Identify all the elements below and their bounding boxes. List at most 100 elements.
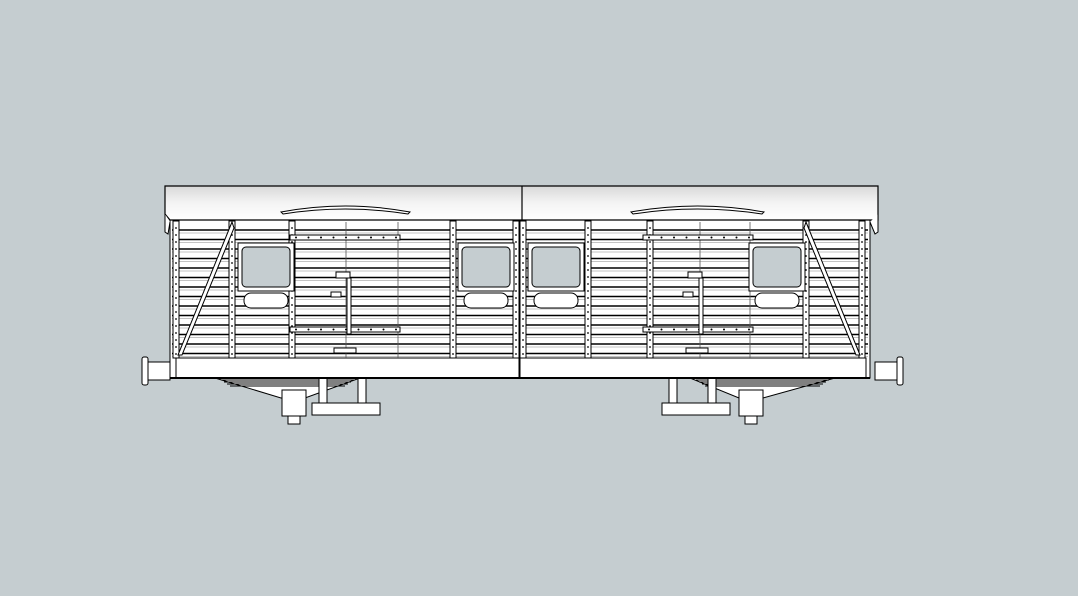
rivet xyxy=(515,248,517,250)
stanchion xyxy=(585,221,591,358)
door-lock-keeper xyxy=(683,292,693,297)
rivet xyxy=(452,304,454,306)
rivet xyxy=(291,353,293,355)
rivet xyxy=(515,255,517,257)
rivet xyxy=(515,304,517,306)
rivet xyxy=(345,236,347,239)
rivet xyxy=(522,325,524,327)
rivet xyxy=(175,262,177,264)
rivet xyxy=(382,236,385,239)
rivet xyxy=(307,328,310,331)
rivet xyxy=(861,248,863,250)
rivet xyxy=(231,353,233,355)
rivet xyxy=(231,290,233,292)
rivet xyxy=(587,318,589,320)
rivet xyxy=(231,262,233,264)
rivet xyxy=(861,227,863,229)
rivet xyxy=(291,339,293,341)
rivet xyxy=(861,346,863,348)
step-board xyxy=(312,403,380,415)
rivet xyxy=(861,325,863,327)
rivet xyxy=(175,304,177,306)
rivet xyxy=(698,236,700,239)
rivet xyxy=(175,276,177,278)
rivet xyxy=(805,290,807,292)
rivet xyxy=(649,297,651,299)
rivet xyxy=(515,311,517,313)
rivet xyxy=(231,255,233,257)
rivet xyxy=(861,255,863,257)
rivet xyxy=(515,276,517,278)
rivet xyxy=(515,290,517,292)
axlebox-cap xyxy=(745,416,757,424)
rivet xyxy=(805,269,807,271)
step-hanger xyxy=(669,378,677,405)
rivet xyxy=(452,276,454,278)
axlebox xyxy=(282,390,306,416)
rivet xyxy=(649,332,651,334)
rivet xyxy=(522,283,524,285)
rivet xyxy=(231,304,233,306)
rivet xyxy=(515,339,517,341)
rivet xyxy=(587,346,589,348)
rivet xyxy=(649,339,651,341)
rivet xyxy=(861,283,863,285)
door-lock-keeper xyxy=(331,292,341,297)
rivet xyxy=(587,283,589,285)
rivet xyxy=(370,236,372,239)
rivet xyxy=(332,328,335,331)
rivet xyxy=(231,241,233,243)
rivet xyxy=(861,297,863,299)
rivet xyxy=(723,236,725,239)
rivet xyxy=(805,304,807,306)
rivet xyxy=(522,339,524,341)
rivet xyxy=(515,297,517,299)
rivet xyxy=(660,236,663,239)
buffer-head xyxy=(142,357,148,385)
rivet xyxy=(452,234,454,236)
rivet xyxy=(452,262,454,264)
rivet xyxy=(175,332,177,334)
rivet xyxy=(685,236,688,239)
rivet xyxy=(649,255,651,257)
rivet xyxy=(805,248,807,250)
rivet xyxy=(175,318,177,320)
rivet xyxy=(861,311,863,313)
rivet xyxy=(231,248,233,250)
rivet xyxy=(805,339,807,341)
rivet xyxy=(175,290,177,292)
rivet xyxy=(805,353,807,355)
rivet xyxy=(649,318,651,320)
rivet xyxy=(522,234,524,236)
rivet xyxy=(515,353,517,355)
rivet xyxy=(452,269,454,271)
solebar xyxy=(176,358,866,378)
roof-end-right xyxy=(870,214,878,234)
rivet xyxy=(515,234,517,236)
door-foot xyxy=(686,348,708,353)
rivet xyxy=(587,290,589,292)
rivet xyxy=(587,269,589,271)
rivet xyxy=(649,311,651,313)
rivet xyxy=(291,325,293,327)
rivet xyxy=(522,255,524,257)
rivet xyxy=(452,255,454,257)
rivet xyxy=(382,328,385,331)
rivet xyxy=(231,297,233,299)
roof-end-left xyxy=(165,214,170,234)
rivet xyxy=(649,276,651,278)
rivet xyxy=(587,332,589,334)
rivet xyxy=(231,283,233,285)
rivet xyxy=(452,248,454,250)
rivet xyxy=(515,325,517,327)
rivet xyxy=(357,328,360,331)
door-lock-bar xyxy=(347,278,351,334)
rivet xyxy=(452,346,454,348)
rivet xyxy=(291,304,293,306)
rivet xyxy=(332,236,335,239)
rivet xyxy=(522,311,524,313)
step-board xyxy=(662,403,730,415)
vent-oval xyxy=(755,293,799,308)
